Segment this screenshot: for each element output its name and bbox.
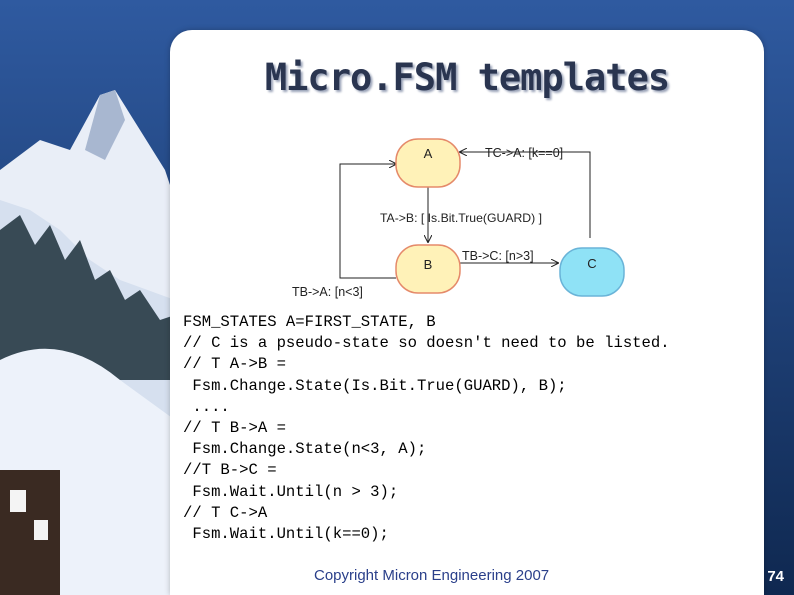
page-number: 74 xyxy=(767,568,784,585)
transition-b-to-c-label: TB->C: [n>3] xyxy=(462,249,534,263)
transition-a-to-b-label: TA->B: [ Is.Bit.True(GUARD) ] xyxy=(380,211,542,225)
transition-b-to-a-label: TB->A: [n<3] xyxy=(292,285,363,299)
transition-c-to-a-label: TC->A: [k==0] xyxy=(485,146,563,160)
slide-panel xyxy=(170,30,764,595)
code-line: Fsm.Wait.Until(k==0); xyxy=(183,525,389,544)
code-line: .... xyxy=(183,397,230,416)
state-machine-diagram: A B C TC->A: [k==0] TA->B: [ Is.Bit.True… xyxy=(292,138,625,299)
state-c-box xyxy=(559,247,625,297)
state-a: A xyxy=(395,138,461,188)
state-a-label: A xyxy=(424,146,433,161)
code-line: Fsm.Change.State(n<3, A); xyxy=(183,440,427,459)
state-c: C xyxy=(559,247,625,297)
code-line: // T A->B = xyxy=(183,355,286,374)
footer-copyright: Copyright Micron Engineering 2007 xyxy=(314,567,550,584)
code-line: // T B->A = xyxy=(183,419,286,438)
code-block: FSM_STATES A=FIRST_STATE, B // C is a ps… xyxy=(183,312,670,545)
code-line: FSM_STATES A=FIRST_STATE, B xyxy=(183,313,436,331)
state-a-box xyxy=(395,138,461,188)
state-b-label: B xyxy=(424,257,433,272)
transition-b-to-a-line xyxy=(339,164,396,279)
code-line: //T B->C = xyxy=(183,461,277,480)
code-line: // T C->A xyxy=(183,503,268,522)
state-b-box xyxy=(395,244,461,294)
slide-title: Micro.FSM templates xyxy=(264,56,670,99)
code-line: Fsm.Change.State(Is.Bit.True(GUARD), B); xyxy=(183,376,567,395)
state-b: B xyxy=(395,244,461,294)
transition-c-to-a-line xyxy=(460,152,591,238)
code-line: Fsm.Wait.Until(n > 3); xyxy=(183,482,399,501)
code-line: // C is a pseudo-state so doesn't need t… xyxy=(183,334,670,353)
state-c-label: C xyxy=(587,256,596,271)
